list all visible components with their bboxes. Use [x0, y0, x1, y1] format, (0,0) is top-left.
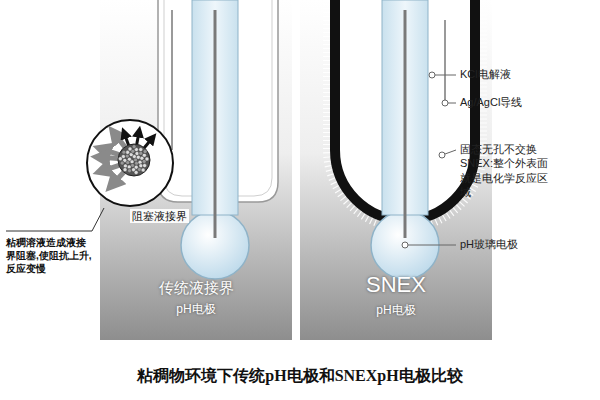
text-line: KCl电解液	[460, 67, 511, 81]
text-line: Ag/AgCl导线	[460, 95, 522, 109]
panel-label: pH电极	[376, 303, 415, 319]
note-text: 粘稠溶液造成液接 界阻塞,使阻抗上升, 反应变慢	[6, 236, 92, 275]
panel-ground	[100, 0, 292, 340]
panel-label: 传统液接界	[159, 278, 234, 298]
text-line: SNEX	[366, 271, 426, 300]
text-line: 粘稠溶液造成液接	[6, 236, 92, 249]
panel-ground	[300, 0, 492, 340]
part-label: KCl电解液	[460, 67, 511, 81]
leader-lines	[6, 72, 456, 248]
callout-circle: 阻塞液接界	[82, 116, 202, 228]
panel-label: pH电极	[176, 302, 215, 318]
text-line: 固态无孔不交换	[460, 142, 548, 156]
snex-electrode	[335, 0, 475, 279]
text-line: 反应变慢	[6, 262, 92, 275]
text-line: pH电极	[376, 303, 415, 319]
part-label: 固态无孔不交换 SNEX:整个外表面 就是电化学反应区 域	[460, 142, 548, 199]
text-line: pH玻璃电极	[460, 237, 518, 251]
text-line: 粘稠物环境下传统pH电极和SNEXpH电极比较	[137, 366, 462, 387]
text-line: 域	[460, 185, 548, 199]
part-label: pH玻璃电极	[460, 237, 518, 251]
text-line: SNEX:整个外表面	[460, 156, 548, 170]
text-line: 传统液接界	[159, 278, 234, 298]
text-line: pH电极	[176, 302, 215, 318]
traditional-electrode	[158, 0, 278, 279]
callout-label: 阻塞液接界	[130, 209, 189, 223]
part-label: Ag/AgCl导线	[460, 95, 522, 109]
electrode-panel: SNEX pH电极	[300, 0, 492, 340]
panel-label: SNEX	[366, 271, 426, 300]
text-line: 界阻塞,使阻抗上升,	[6, 249, 92, 262]
caption: 粘稠物环境下传统pH电极和SNEXpH电极比较	[137, 366, 462, 387]
text-line: 就是电化学反应区	[460, 171, 548, 185]
text-line: 阻塞液接界	[132, 209, 187, 223]
